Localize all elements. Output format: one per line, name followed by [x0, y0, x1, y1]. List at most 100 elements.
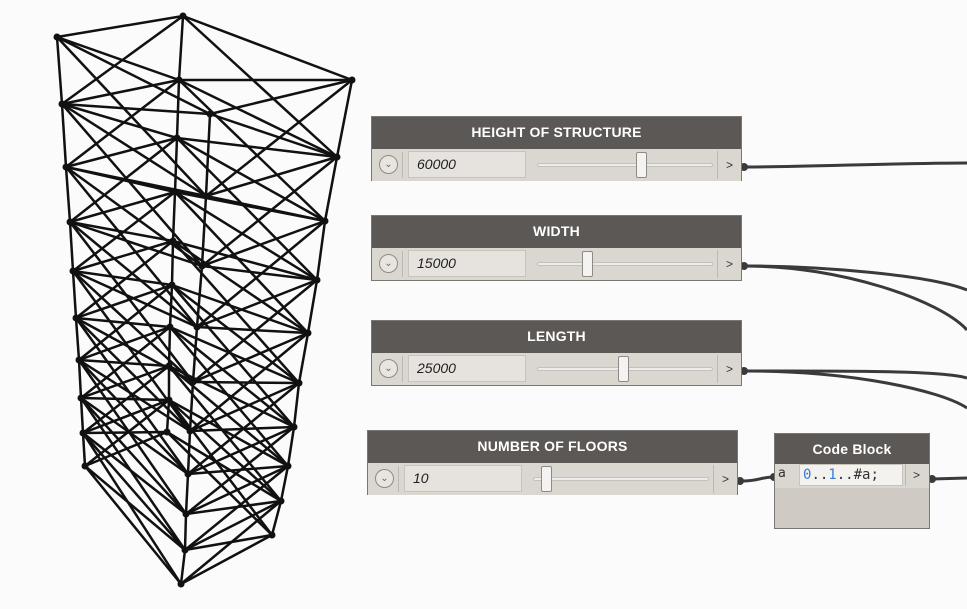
frame-node	[166, 323, 174, 331]
frame-brace	[72, 269, 198, 329]
frame-beam	[184, 499, 282, 552]
wire-width-a[interactable]	[745, 264, 967, 292]
frame-brace	[176, 137, 318, 281]
node-title[interactable]: WIDTH	[372, 216, 741, 248]
slider-thumb[interactable]	[581, 251, 593, 277]
frame-brace	[205, 79, 353, 197]
frame-node	[186, 427, 194, 435]
frame-beam	[78, 359, 189, 475]
frame-node	[77, 394, 85, 402]
expander-button[interactable]: ⌄	[376, 356, 403, 382]
slider-value-field[interactable]: 15000	[408, 250, 526, 277]
frame-column	[179, 549, 187, 585]
frame-brace	[84, 465, 186, 551]
frame-column	[170, 240, 175, 286]
output-port[interactable]: >	[717, 151, 741, 179]
port-dot-code-out[interactable]	[928, 475, 936, 483]
frame-node	[69, 267, 77, 275]
slider-thumb[interactable]	[541, 466, 553, 492]
frame-node	[313, 276, 321, 284]
frame-node	[182, 510, 190, 518]
wire-width-b[interactable]	[745, 264, 967, 332]
frame-brace	[78, 358, 191, 433]
frame-node	[168, 281, 176, 289]
output-port[interactable]: >	[717, 355, 741, 383]
chevron-down-icon[interactable]: ⌄	[379, 155, 398, 174]
frame-column	[200, 195, 208, 267]
slider-value-field[interactable]: 60000	[408, 151, 526, 178]
frame-brace	[69, 221, 194, 383]
frame-beam	[172, 239, 309, 335]
expander-button[interactable]: ⌄	[376, 251, 403, 277]
wire-length-b[interactable]	[745, 369, 967, 410]
slider-node-floors[interactable]: NUMBER OF FLOORS ⌄ 10 >	[367, 430, 738, 495]
frame-node	[189, 378, 197, 386]
frame-column	[68, 221, 75, 272]
frame-beam	[72, 270, 194, 383]
frame-column	[77, 359, 83, 399]
frame-node	[169, 237, 177, 245]
slider-node-height[interactable]: HEIGHT OF STRUCTURE ⌄ 60000 >	[371, 116, 742, 181]
code-editor[interactable]: 0..1..#a;	[799, 464, 903, 486]
frame-beam	[80, 364, 170, 400]
input-port-a[interactable]: a	[778, 466, 786, 481]
frame-beam	[72, 239, 174, 273]
slider-node-width[interactable]: WIDTH ⌄ 15000 >	[371, 215, 742, 281]
frame-brace	[166, 430, 282, 503]
frame-beam	[192, 331, 309, 384]
port-dot-width[interactable]	[740, 262, 748, 270]
slider-track[interactable]	[533, 477, 709, 481]
frame-column	[79, 397, 85, 434]
slider-track[interactable]	[537, 163, 713, 167]
code-token: ..	[811, 467, 829, 483]
frame-brace	[65, 165, 176, 194]
wire-height[interactable]	[745, 161, 967, 169]
frame-node	[163, 428, 171, 436]
frame-node	[321, 217, 329, 225]
slider-thumb[interactable]	[636, 152, 647, 178]
output-port[interactable]: >	[905, 464, 927, 486]
code-block-node[interactable]: Code Block a 0..1..#a; >	[774, 433, 930, 529]
port-dot-floors[interactable]	[736, 477, 744, 485]
slider-value-field[interactable]: 10	[404, 465, 522, 492]
frame-beam	[69, 221, 198, 328]
output-port[interactable]: >	[717, 250, 741, 278]
slider-track[interactable]	[537, 262, 713, 266]
frame-column	[323, 156, 339, 222]
node-title[interactable]: Code Block	[775, 434, 929, 464]
frame-node	[175, 76, 183, 84]
slider-thumb[interactable]	[617, 356, 629, 382]
frame-node	[333, 153, 341, 161]
output-port[interactable]: >	[713, 465, 737, 493]
slider-node-length[interactable]: LENGTH ⌄ 25000 >	[371, 320, 742, 386]
slider-value-field[interactable]: 25000	[408, 355, 526, 382]
chevron-down-icon[interactable]: ⌄	[375, 469, 394, 488]
frame-beam	[201, 219, 326, 268]
wire-code-out[interactable]	[931, 476, 967, 481]
frame-brace	[69, 137, 178, 223]
frame-column	[279, 465, 290, 502]
wire-floors[interactable]	[741, 475, 775, 483]
frame-brace	[178, 79, 326, 222]
frame-brace	[82, 430, 168, 435]
frame-brace	[72, 191, 176, 272]
frame-brace	[174, 191, 309, 334]
node-title[interactable]: LENGTH	[372, 321, 741, 353]
frame-node	[62, 163, 70, 171]
frame-brace	[65, 79, 180, 168]
node-title[interactable]: HEIGHT OF STRUCTURE	[372, 117, 741, 149]
expander-button[interactable]: ⌄	[376, 152, 403, 178]
port-dot-length[interactable]	[740, 367, 748, 375]
node-title[interactable]: NUMBER OF FLOORS	[368, 431, 737, 463]
frame-beam	[80, 397, 187, 515]
frame-brace	[201, 264, 318, 282]
frame-brace	[187, 464, 289, 476]
port-dot-height[interactable]	[740, 163, 748, 171]
chevron-down-icon[interactable]: ⌄	[379, 359, 398, 378]
frame-brace	[168, 364, 295, 429]
expander-button[interactable]: ⌄	[372, 466, 399, 492]
chevron-down-icon[interactable]: ⌄	[379, 254, 398, 273]
frame-brace	[176, 136, 338, 159]
